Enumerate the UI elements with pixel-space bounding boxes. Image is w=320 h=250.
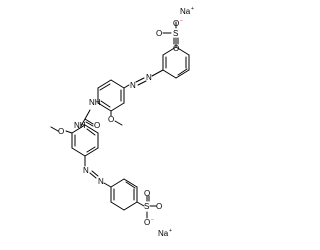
sulfonate-top-oxygen-anion: O: [173, 19, 179, 28]
bottom-azo-linkage: [84, 155, 112, 188]
sulfonate-bottom-sulfur: S: [144, 202, 149, 211]
sulfonate-bottom-minus-charge: −: [151, 217, 154, 223]
carbonyl-oxygen: O: [94, 121, 100, 130]
bottom-sulfonate-group: [136, 195, 157, 219]
lower-central-ring: [71, 124, 99, 157]
sulfonate-bottom-oxygen-right: O: [156, 202, 162, 211]
azo-bottom-nitrogen-1: N: [83, 166, 89, 175]
sodium-top-charge: +: [191, 6, 194, 12]
sulfonate-top-oxygen-lower: O: [173, 44, 179, 53]
methoxy-lower-oxygen: O: [58, 127, 64, 136]
sulfonate-top-oxygen-left: O: [156, 29, 162, 38]
methoxy-upper-oxygen: O: [108, 115, 114, 124]
sulfonate-top-sulfur: S: [173, 29, 178, 38]
azo-top-nitrogen-2: N: [130, 81, 136, 90]
sodium-bottom-label: Na: [158, 229, 169, 238]
urea-nitrogen-upper: NH: [89, 98, 101, 107]
chemical-structure-diagram: Na + O − S O O N N NH O O NH O N N S O O…: [50, 6, 194, 238]
lower-methoxy-group: [50, 126, 73, 134]
sodium-bottom-charge: +: [169, 228, 172, 234]
bottom-benzene-ring: [110, 178, 138, 211]
top-azo-linkage: [123, 69, 164, 89]
azo-top-nitrogen-1: N: [146, 73, 152, 82]
sulfonate-bottom-oxygen-upper: O: [144, 189, 150, 198]
sodium-top-label: Na: [180, 7, 191, 16]
urea-linkage: [80, 102, 101, 127]
upper-methoxy-group: [110, 110, 123, 126]
top-sulfonate-group: [162, 21, 179, 48]
urea-nitrogen-lower: NH: [74, 121, 86, 130]
upper-central-ring: [97, 79, 125, 112]
azo-bottom-nitrogen-2: N: [98, 177, 104, 186]
top-benzene-ring: [162, 46, 190, 79]
sulfonate-bottom-oxygen-anion: O: [144, 218, 150, 227]
sulfonate-top-minus-charge: −: [180, 18, 183, 24]
